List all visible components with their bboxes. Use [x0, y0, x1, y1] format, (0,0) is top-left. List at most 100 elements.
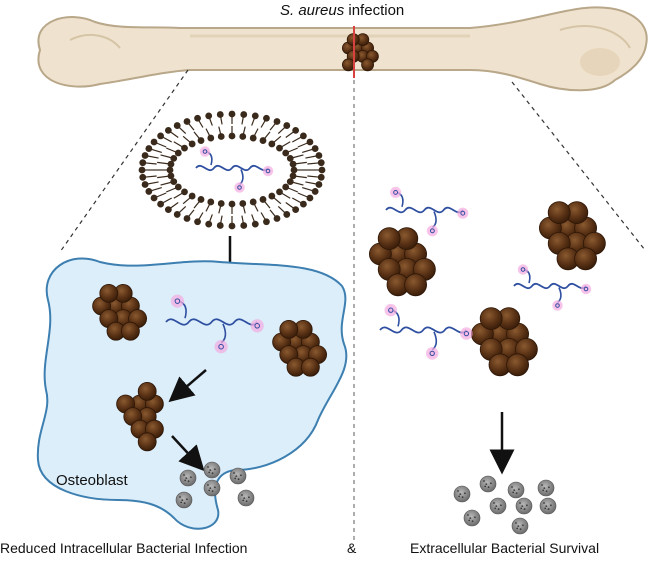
aptamer-molecule: [165, 294, 264, 354]
lipid: [194, 212, 204, 226]
killed-bacteria-extracellular: [453, 475, 557, 535]
bacterium: [479, 307, 503, 331]
lipid: [286, 154, 304, 162]
lipid: [260, 114, 270, 128]
lipid: [228, 126, 236, 140]
lipid: [307, 159, 325, 167]
lipid: [240, 215, 248, 229]
figure-title: S. aureus infection: [280, 2, 405, 19]
lipid: [277, 206, 291, 218]
caption-left: Reduced Intracellular Bacterial Infectio…: [0, 540, 248, 556]
bacteria-cluster: [92, 283, 148, 341]
lipid: [205, 128, 215, 142]
caption-right: Extracellular Bacterial Survival: [410, 540, 600, 556]
killed-bacterium: [203, 461, 221, 479]
lipid: [157, 172, 175, 180]
bacteria-cluster: [116, 381, 164, 452]
aptamer-molecule: [513, 264, 592, 311]
lipid: [183, 118, 195, 131]
bacterium: [361, 58, 375, 72]
bacteria-cluster: [272, 319, 328, 377]
extracellular-aptamers: [379, 186, 592, 360]
lipid: [240, 111, 248, 125]
killed-bacterium: [453, 485, 471, 503]
lipid: [145, 187, 162, 195]
killed-bacterium: [489, 497, 507, 515]
bacterium: [120, 321, 140, 341]
aptamer-molecule: [379, 303, 473, 360]
lipid: [276, 141, 291, 152]
lipid: [282, 183, 299, 193]
killed-bacteria-intracellular: [175, 461, 255, 509]
lipid: [157, 160, 175, 168]
lipid: [290, 166, 308, 174]
lipid: [289, 160, 307, 168]
lipid: [194, 114, 204, 128]
lipid: [259, 131, 271, 144]
lipid: [268, 135, 282, 148]
lipid: [139, 159, 157, 167]
lipid: [277, 122, 291, 134]
lipid: [165, 183, 182, 193]
lipid: [251, 214, 259, 228]
arrow-cell-2: [171, 435, 205, 472]
lipid: [239, 126, 247, 140]
killed-bacterium: [175, 491, 193, 509]
lipid: [156, 166, 174, 174]
bacteria-cluster: [539, 201, 606, 271]
lipid: [307, 173, 325, 181]
lipid: [193, 196, 205, 209]
lipid: [173, 206, 187, 218]
bacterium: [300, 357, 320, 377]
lipid: [297, 192, 314, 202]
intracellular-bacteria: [92, 283, 328, 452]
osteoblast-label: Osteoblast: [56, 472, 128, 489]
lipid: [216, 215, 224, 229]
killed-bacterium: [463, 509, 481, 527]
bacterium: [404, 273, 428, 297]
killed-bacterium: [479, 475, 497, 493]
killed-bacterium: [539, 497, 557, 515]
aptamer-tag: [170, 294, 185, 308]
aptamer-tag: [390, 186, 402, 198]
lipid: [160, 154, 178, 162]
aptamer-tag: [214, 340, 228, 354]
bacterium: [506, 353, 529, 377]
lipid: [308, 166, 326, 174]
aptamer-molecule: [385, 186, 469, 237]
bacterium: [137, 381, 157, 401]
bacterium: [547, 201, 571, 225]
lipid: [302, 187, 319, 195]
killed-bacterium: [511, 517, 529, 535]
lipid: [282, 147, 299, 157]
lipid: [276, 188, 291, 199]
zoom-guides: [59, 69, 646, 253]
lipid: [150, 138, 167, 148]
intracellular-aptamer: [165, 294, 264, 354]
lipid: [205, 214, 213, 228]
lipid: [251, 112, 259, 126]
lipid: [305, 181, 323, 188]
bacterium: [279, 319, 299, 339]
lipid: [138, 166, 156, 174]
killed-bacterium: [515, 497, 533, 515]
killed-bacterium: [237, 489, 255, 507]
bacteria-cluster: [470, 307, 538, 377]
lipid: [239, 200, 247, 214]
aptamer-tag: [384, 303, 398, 317]
lipid: [164, 202, 179, 213]
lipid: [292, 197, 307, 208]
lipid: [205, 112, 213, 126]
lipid: [228, 216, 236, 230]
arrow-cell-1: [168, 369, 207, 403]
lipid: [228, 200, 236, 214]
killed-bacterium: [229, 467, 247, 485]
lipid: [305, 152, 323, 159]
bacterium: [137, 432, 157, 452]
lipid: [182, 192, 196, 205]
lipid: [193, 131, 205, 144]
aptamer-molecule: [195, 146, 274, 193]
aptamer-tag: [234, 182, 245, 193]
lipid: [285, 127, 300, 138]
